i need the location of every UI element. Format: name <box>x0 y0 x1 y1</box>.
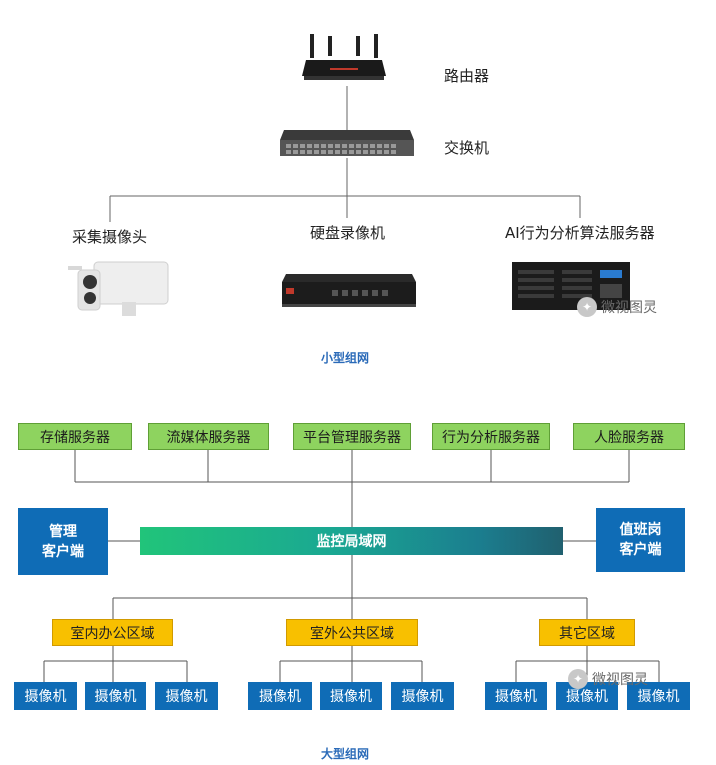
wechat-icon: ✦ <box>568 669 588 689</box>
zone-indoor-office: 室内办公区域 <box>52 619 173 646</box>
watermark-text: 微视图灵 <box>592 672 648 688</box>
camera-box: 摄像机 <box>248 682 312 710</box>
camera-box: 摄像机 <box>320 682 382 710</box>
zone-outdoor-public: 室外公共区域 <box>286 619 418 646</box>
server-platform-management: 平台管理服务器 <box>293 423 411 450</box>
wechat-icon: ✦ <box>577 297 597 317</box>
camera-label: 采集摄像头 <box>72 228 148 246</box>
large-network-caption: 大型组网 <box>321 747 370 761</box>
watermark-small: ✦ 微视图灵 <box>577 297 657 317</box>
server-streaming: 流媒体服务器 <box>148 423 269 450</box>
camera-box: 摄像机 <box>85 682 146 710</box>
duty-client-line2: 客户端 <box>619 542 662 558</box>
zone-other: 其它区域 <box>539 619 635 646</box>
camera-box: 摄像机 <box>391 682 454 710</box>
switch-label: 交换机 <box>444 139 490 157</box>
rack-server-icon <box>512 262 630 310</box>
switch-icon <box>280 130 414 156</box>
bullet-camera-icon <box>68 261 169 316</box>
camera-box: 摄像机 <box>485 682 547 710</box>
nvr-icon <box>282 274 416 307</box>
small-network-caption: 小型组网 <box>321 351 370 365</box>
camera-box: 摄像机 <box>556 682 618 710</box>
watermark-text: 微视图灵 <box>601 300 657 316</box>
monitoring-lan-bar: 监控局域网 <box>140 527 563 555</box>
watermark-large: ✦ 微视图灵 <box>568 669 648 689</box>
camera-box: 摄像机 <box>14 682 77 710</box>
duty-client-box: 值班岗 客户端 <box>596 508 685 572</box>
management-client-line2: 客户端 <box>42 543 84 560</box>
management-client-line1: 管理 <box>49 523 77 540</box>
camera-box: 摄像机 <box>155 682 218 710</box>
router-icon <box>302 34 386 80</box>
server-face: 人脸服务器 <box>573 423 685 450</box>
server-storage: 存储服务器 <box>18 423 132 450</box>
nvr-label: 硬盘录像机 <box>310 224 386 242</box>
router-label: 路由器 <box>444 67 490 85</box>
duty-client-line1: 值班岗 <box>619 522 662 538</box>
small-network-lines <box>109 86 581 222</box>
server-behavior-analysis: 行为分析服务器 <box>432 423 550 450</box>
camera-box: 摄像机 <box>627 682 690 710</box>
management-client-box: 管理 客户端 <box>18 508 108 575</box>
ai-server-label: AI行为分析算法服务器 <box>505 224 655 242</box>
